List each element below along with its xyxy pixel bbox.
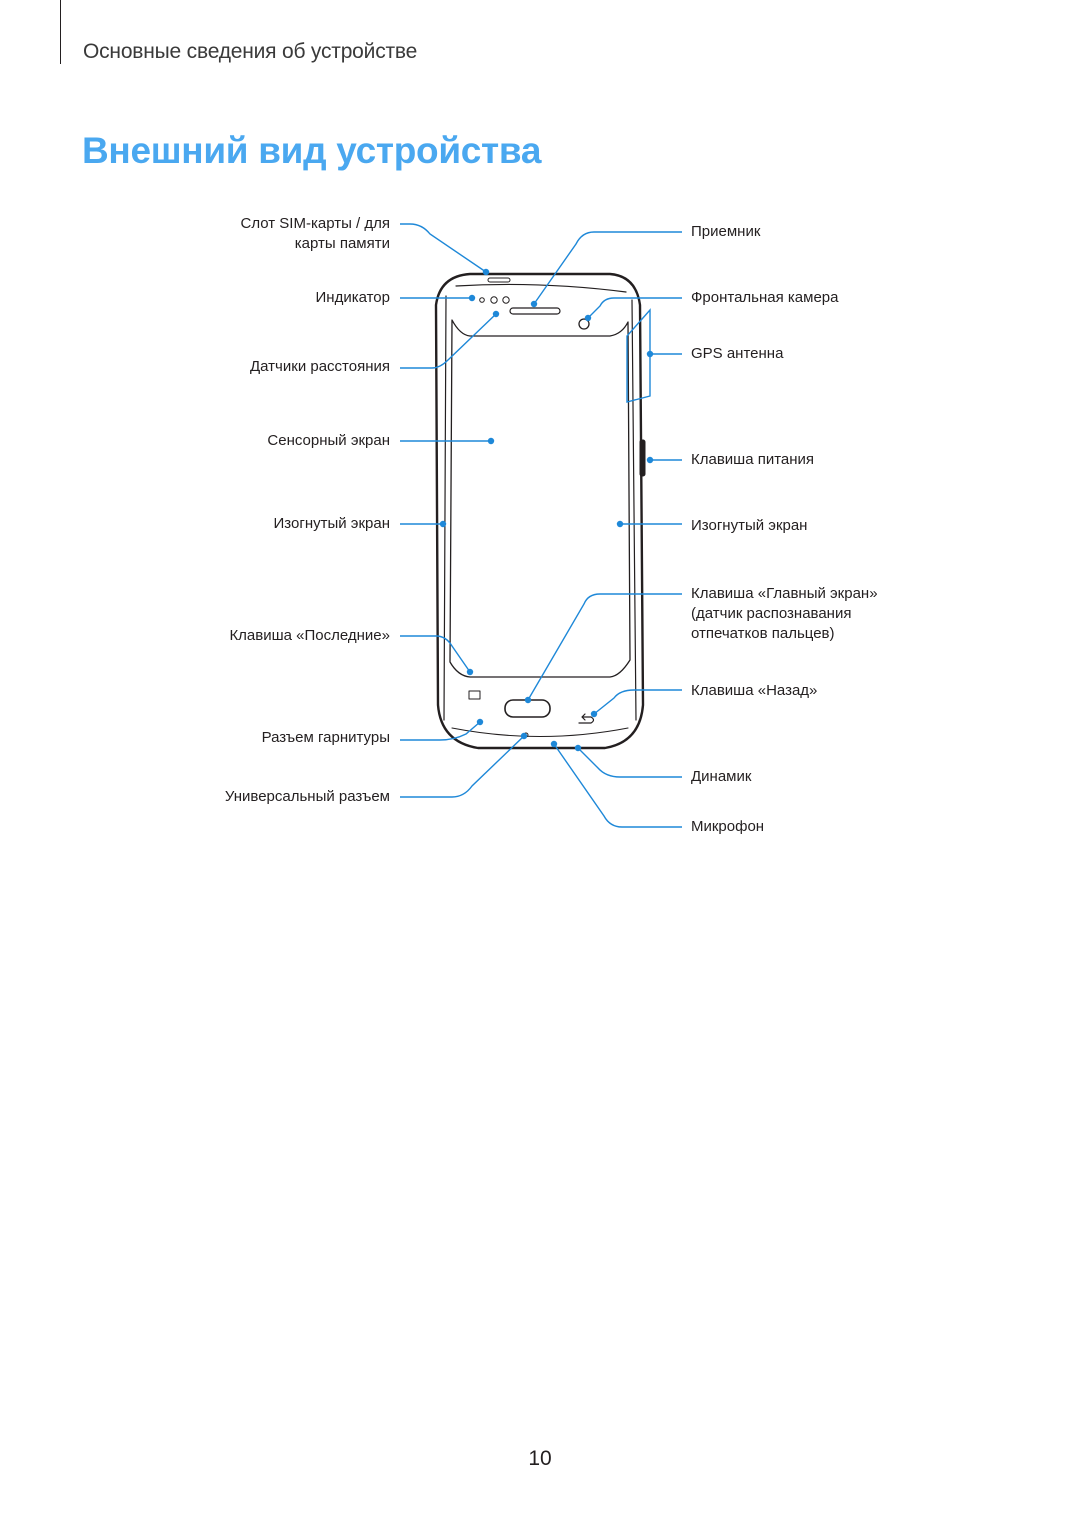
label-home-key: Клавиша «Главный экран» (датчик распозна… — [691, 584, 878, 644]
dot-curved-left — [439, 520, 447, 528]
label-gps-antenna: GPS антенна — [691, 345, 784, 362]
label-touch-screen: Сенсорный экран — [267, 432, 390, 449]
screen-outline — [449, 319, 631, 678]
dot-speaker — [574, 744, 582, 752]
dot-back — [590, 710, 598, 718]
label-curved-screen-left: Изогнутый экран — [273, 515, 390, 532]
sim-tray — [487, 277, 511, 283]
recents-key-icon — [468, 690, 481, 700]
dot-sim — [482, 268, 490, 276]
label-speaker: Динамик — [691, 768, 752, 785]
dot-power — [646, 456, 654, 464]
label-power-key: Клавиша питания — [691, 451, 815, 468]
callout-multipurpose — [400, 735, 525, 798]
front-camera-lens — [578, 318, 590, 330]
callout-gps-bracket — [626, 308, 651, 403]
label-headset-jack: Разъем гарнитуры — [261, 729, 390, 746]
callout-microphone — [553, 743, 682, 828]
callout-dots — [439, 268, 654, 752]
label-front-camera: Фронтальная камера — [691, 289, 839, 306]
sensor-3 — [502, 296, 510, 304]
section-header: Основные сведения об устройстве — [83, 40, 418, 63]
label-microphone: Микрофон — [691, 818, 765, 835]
label-recents-key: Клавиша «Последние» — [229, 627, 390, 644]
page-title: Внешний вид устройства — [82, 130, 542, 171]
dot-indicator — [468, 294, 476, 302]
top-ridge — [455, 283, 627, 293]
dot-earpiece — [530, 300, 538, 308]
callout-sim — [400, 223, 487, 273]
dot-touch — [487, 437, 495, 445]
dot-microphone — [550, 740, 558, 748]
callout-proximity — [400, 313, 497, 369]
dot-headset — [476, 718, 484, 726]
sensor-2 — [490, 296, 498, 304]
callout-front-camera — [587, 297, 682, 319]
right-edge — [631, 299, 637, 721]
margin-rule — [60, 0, 61, 64]
dot-multipurpose — [520, 732, 528, 740]
page-number: 10 — [528, 1447, 552, 1470]
label-proximity-sensors: Датчики расстояния — [250, 358, 390, 375]
dot-curved-right — [616, 520, 624, 528]
dot-front-camera — [584, 314, 592, 322]
label-home-key-line1: Клавиша «Главный экран» — [691, 585, 878, 602]
label-back-key: Клавиша «Назад» — [691, 682, 818, 699]
label-earpiece: Приемник — [691, 223, 761, 240]
dot-home — [524, 696, 532, 704]
callout-headset — [400, 721, 481, 741]
callout-speaker — [577, 747, 682, 778]
phone-body — [434, 272, 645, 750]
callout-recents — [400, 635, 471, 673]
earpiece-grille — [509, 307, 561, 315]
label-sim-slot: Слот SIM-карты / для карты памяти — [241, 214, 391, 254]
phone-illustration — [434, 272, 646, 750]
label-multipurpose-jack: Универсальный разъем — [224, 788, 390, 805]
back-key-icon — [578, 713, 595, 724]
left-edge — [443, 295, 447, 721]
label-indicator: Индикатор — [315, 289, 391, 306]
callout-lines — [400, 223, 682, 828]
callout-earpiece — [533, 231, 682, 305]
power-key — [639, 439, 646, 477]
dot-recents — [466, 668, 474, 676]
label-home-key-line3: отпечатков пальцев) — [691, 625, 835, 642]
sensor-1 — [479, 297, 485, 303]
dot-proximity — [492, 310, 500, 318]
label-sim-slot-line2: карты памяти — [294, 235, 390, 252]
bottom-ridge — [451, 727, 629, 738]
callout-back — [593, 689, 682, 715]
label-home-key-line2: (датчик распознавания — [691, 605, 852, 622]
label-curved-screen-right: Изогнутый экран — [691, 517, 808, 534]
dot-gps — [646, 350, 654, 358]
callout-home — [527, 593, 682, 701]
label-sim-slot-line1: Слот SIM-карты / для — [240, 215, 391, 232]
